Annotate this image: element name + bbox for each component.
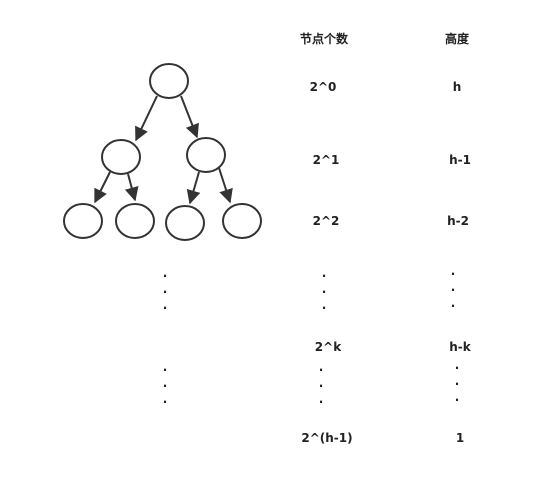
- node-count-level-1: 2^1: [312, 153, 340, 167]
- node-count-level-2: 2^2: [312, 214, 340, 228]
- ellipsis-height-2: · · ·: [454, 361, 460, 407]
- node-count-level-k: 2^k: [314, 340, 342, 354]
- edge-l1-right-b: [218, 167, 233, 204]
- edge-l1-left-a: [94, 171, 111, 204]
- tree-node-level2-3: [165, 205, 205, 241]
- ellipsis-count-2: · · ·: [318, 363, 324, 409]
- ellipsis-height-1: · · ·: [450, 267, 456, 313]
- height-level-2: h-2: [447, 214, 469, 228]
- ellipsis-tree-1: · · ·: [162, 269, 168, 315]
- ellipsis-tree-2: · · ·: [162, 363, 168, 409]
- tree-node-level1-right: [186, 137, 226, 173]
- height-level-0: h: [452, 80, 462, 94]
- tree-node-level1-left: [101, 139, 141, 175]
- node-count-level-0: 2^0: [309, 80, 337, 94]
- tree-node-root: [149, 63, 189, 99]
- ellipsis-count-1: · · ·: [321, 269, 327, 315]
- tree-node-level2-4: [222, 203, 262, 239]
- edge-root-left: [135, 95, 158, 142]
- height-level-1: h-1: [449, 153, 471, 167]
- height-level-k: h-k: [449, 340, 471, 354]
- tree-node-level2-2: [115, 203, 155, 239]
- edge-root-right: [180, 95, 199, 139]
- edge-l1-right-a: [186, 171, 201, 205]
- edge-l1-left-b: [124, 173, 139, 202]
- height-level-last: 1: [455, 431, 465, 445]
- header-node-count: 节点个数: [299, 32, 349, 46]
- node-count-level-last: 2^(h-1): [301, 431, 353, 445]
- tree-node-level2-1: [63, 203, 103, 239]
- header-height: 高度: [444, 32, 470, 46]
